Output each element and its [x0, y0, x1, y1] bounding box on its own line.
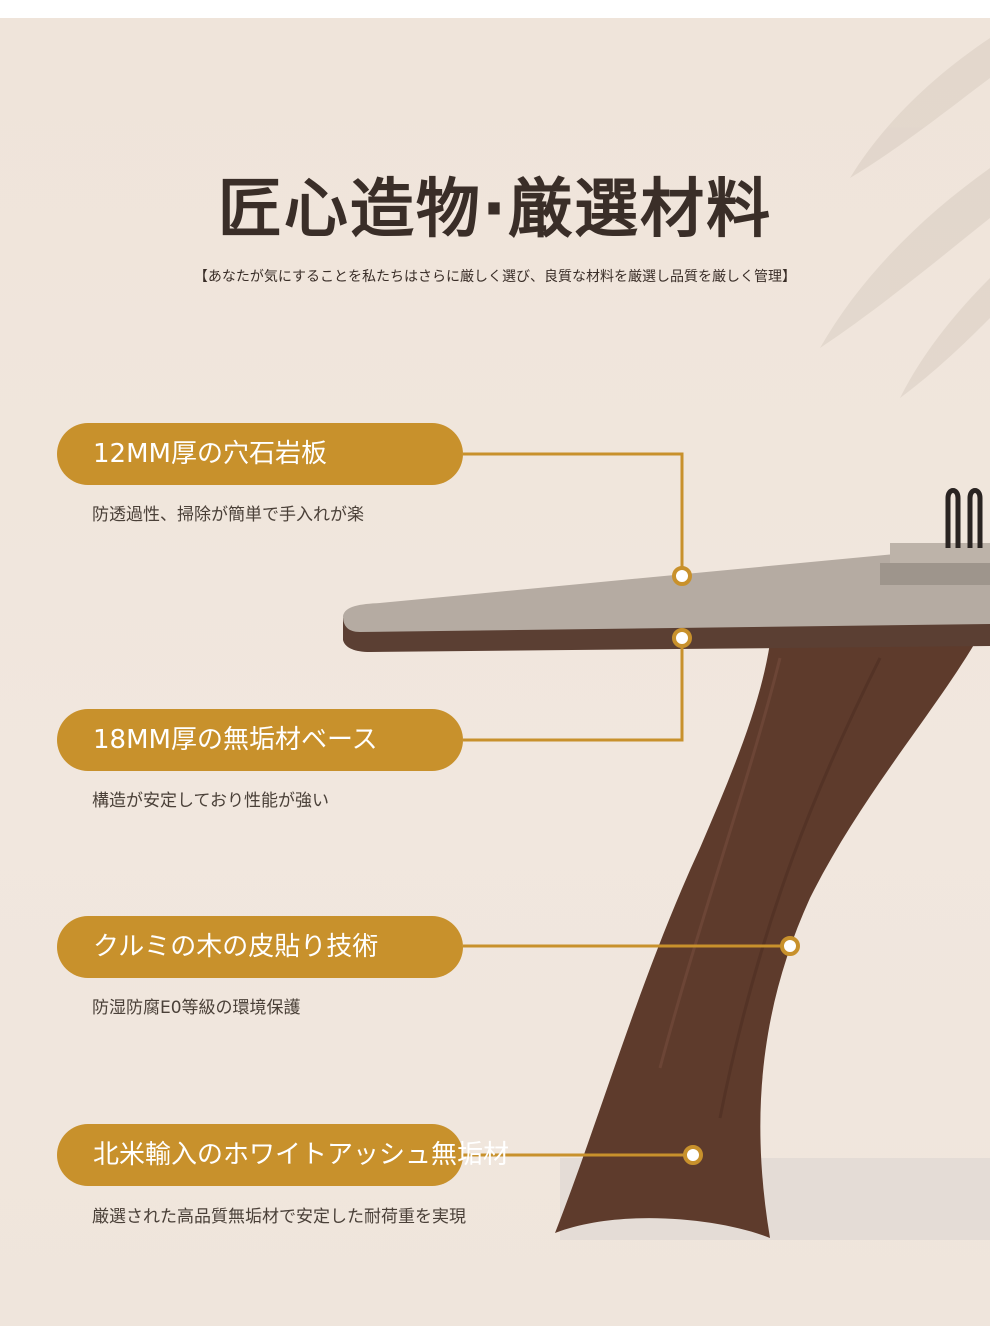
- page-subtitle: 【あなたが気にすることを私たちはさらに厳しく選び、良質な材料を厳選し品質を厳しく…: [193, 269, 797, 285]
- decor-object: [945, 488, 983, 548]
- feature-label-stone-slab: 12MM厚の穴石岩板: [57, 423, 463, 485]
- feature-label-walnut-veneer: クルミの木の皮貼り技術: [57, 916, 463, 978]
- product-feature-banner: 匠心造物·厳選材料 【あなたが気にすることを私たちはさらに厳しく選び、良質な材料…: [0, 18, 990, 1326]
- feature-description: 防透過性、掃除が簡単で手入れが楽: [92, 505, 364, 525]
- callout-dots: [672, 566, 800, 1165]
- feature-description: 防湿防腐E0等級の環境保護: [92, 998, 301, 1018]
- book-stack: [880, 563, 990, 585]
- feature-label-white-ash: 北米輸入のホワイトアッシュ無垢材: [57, 1124, 509, 1186]
- feature-description: 厳選された高品質無垢材で安定した耐荷重を実現: [92, 1207, 466, 1227]
- table-illustration: [343, 38, 990, 1240]
- feature-description: 構造が安定しており性能が強い: [92, 791, 329, 811]
- table-top-slab: [343, 545, 990, 632]
- feature-label-solid-wood-base: 18MM厚の無垢材ベース: [57, 709, 463, 771]
- bamboo-leaf-shadow: [820, 38, 990, 398]
- callout-lines: [463, 452, 790, 1157]
- page-title: 匠心造物·厳選材料: [217, 173, 773, 247]
